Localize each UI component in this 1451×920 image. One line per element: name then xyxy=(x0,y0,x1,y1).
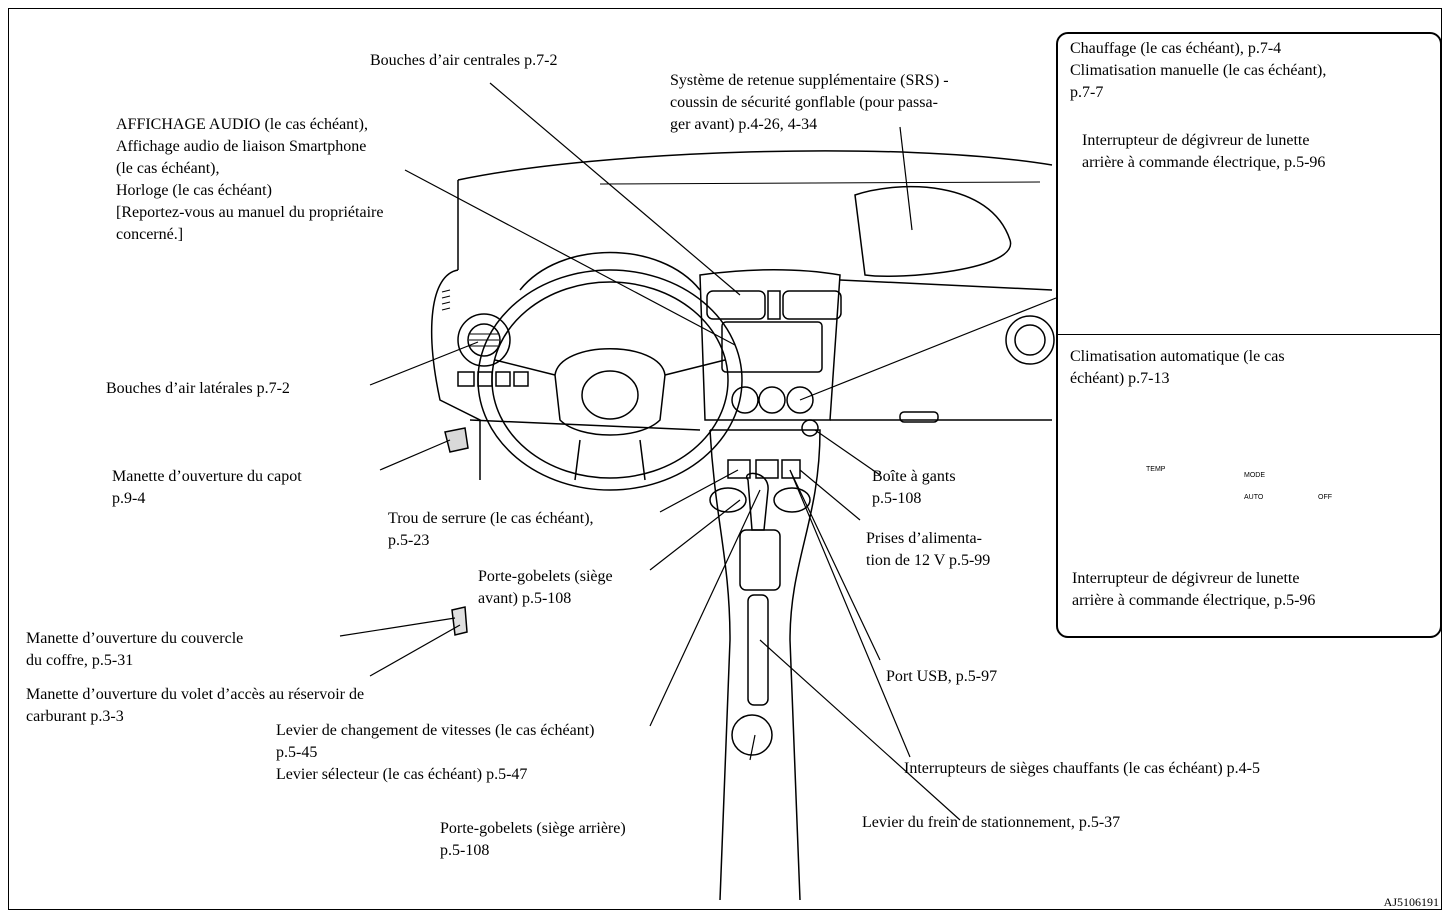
dash-top-outline xyxy=(457,150,1053,181)
cluster-hood xyxy=(519,251,701,291)
cupholder-front-r xyxy=(773,487,811,513)
label-audio: AFFICHAGE AUDIO (le cas échéant),Afficha… xyxy=(116,116,384,243)
dash-left-edge xyxy=(430,269,481,480)
left-switch-3 xyxy=(495,371,511,387)
hvac-inset-divider xyxy=(1056,334,1442,335)
left-vent-outer xyxy=(457,313,511,367)
auto-temp-label: TEMP xyxy=(1146,466,1166,473)
center-stack xyxy=(699,269,841,421)
console-switch-1 xyxy=(727,459,751,479)
steering-spoke-l xyxy=(494,359,556,376)
leader-lines xyxy=(339,82,1057,821)
trunk-lever xyxy=(451,606,468,636)
glovebox-lock xyxy=(801,419,819,437)
audio-display xyxy=(721,321,823,373)
label-reservoir: Manette d’ouverture du volet d’accès au … xyxy=(26,686,365,725)
label-frein: Levier du frein de stationnement, p.5-37 xyxy=(862,814,1121,831)
steering-center xyxy=(581,370,639,420)
right-vent-inner xyxy=(1014,324,1046,356)
windshield-base xyxy=(599,181,1041,185)
figure-id: AJ5106191 xyxy=(1383,895,1439,909)
steering-spoke-r xyxy=(664,359,726,376)
dash-right-top xyxy=(839,279,1053,291)
glovebox-handle xyxy=(899,411,939,423)
hvac-inset-panel xyxy=(1056,32,1442,638)
steering-wheel-outer xyxy=(477,269,743,491)
hvac-knob-3 xyxy=(786,386,814,414)
steering-column xyxy=(574,439,646,481)
steering-hub xyxy=(554,348,666,436)
shift-lever xyxy=(745,472,769,531)
console-switch-2 xyxy=(755,459,779,479)
label-sieges-chauffants: Interrupteurs de sièges chauffants (le c… xyxy=(904,760,1260,777)
hvac-knob-1 xyxy=(731,386,759,414)
label-bouches-laterales: Bouches d’air latérales p.7-2 xyxy=(106,380,290,397)
label-prises: Prises d’alimenta-tion de 12 V p.5-99 xyxy=(866,530,991,569)
dash-lower-line xyxy=(469,419,701,431)
left-switch-1 xyxy=(457,371,475,387)
label-usb: Port USB, p.5-97 xyxy=(886,668,998,685)
label-bouches-centrales: Bouches d’air centrales p.7-2 xyxy=(370,52,558,69)
auto-off-label: OFF xyxy=(1318,494,1332,501)
left-grille xyxy=(441,289,451,311)
center-vent-right xyxy=(782,290,842,320)
left-switch-2 xyxy=(477,371,493,387)
parking-brake xyxy=(747,594,769,706)
label-levier-vitesses: Levier de changement de vitesses (le cas… xyxy=(276,722,595,783)
left-vent-inner xyxy=(467,323,501,357)
label-gobelets-arriere: Porte-gobelets (siège arrière)p.5-108 xyxy=(440,820,626,859)
auto-mode-label: MODE xyxy=(1244,472,1265,479)
label-serrure: Trou de serrure (le cas échéant),p.5-23 xyxy=(388,510,594,549)
hvac-knob-2 xyxy=(758,386,786,414)
console-outline xyxy=(709,429,821,901)
label-srs: Système de retenue supplémentaire (SRS) … xyxy=(670,72,949,133)
airbag-panel xyxy=(854,185,1011,277)
steering-wheel-inner xyxy=(491,281,729,479)
left-switch-4 xyxy=(513,371,529,387)
console-usb xyxy=(781,459,801,479)
right-vent-outer xyxy=(1005,315,1055,365)
shift-gate xyxy=(739,529,781,591)
center-vent-divider xyxy=(767,290,781,320)
cupholder-front-l xyxy=(709,487,747,513)
cupholder-rear xyxy=(731,714,773,756)
auto-auto-label: AUTO xyxy=(1244,494,1264,501)
hood-lever xyxy=(444,427,469,453)
